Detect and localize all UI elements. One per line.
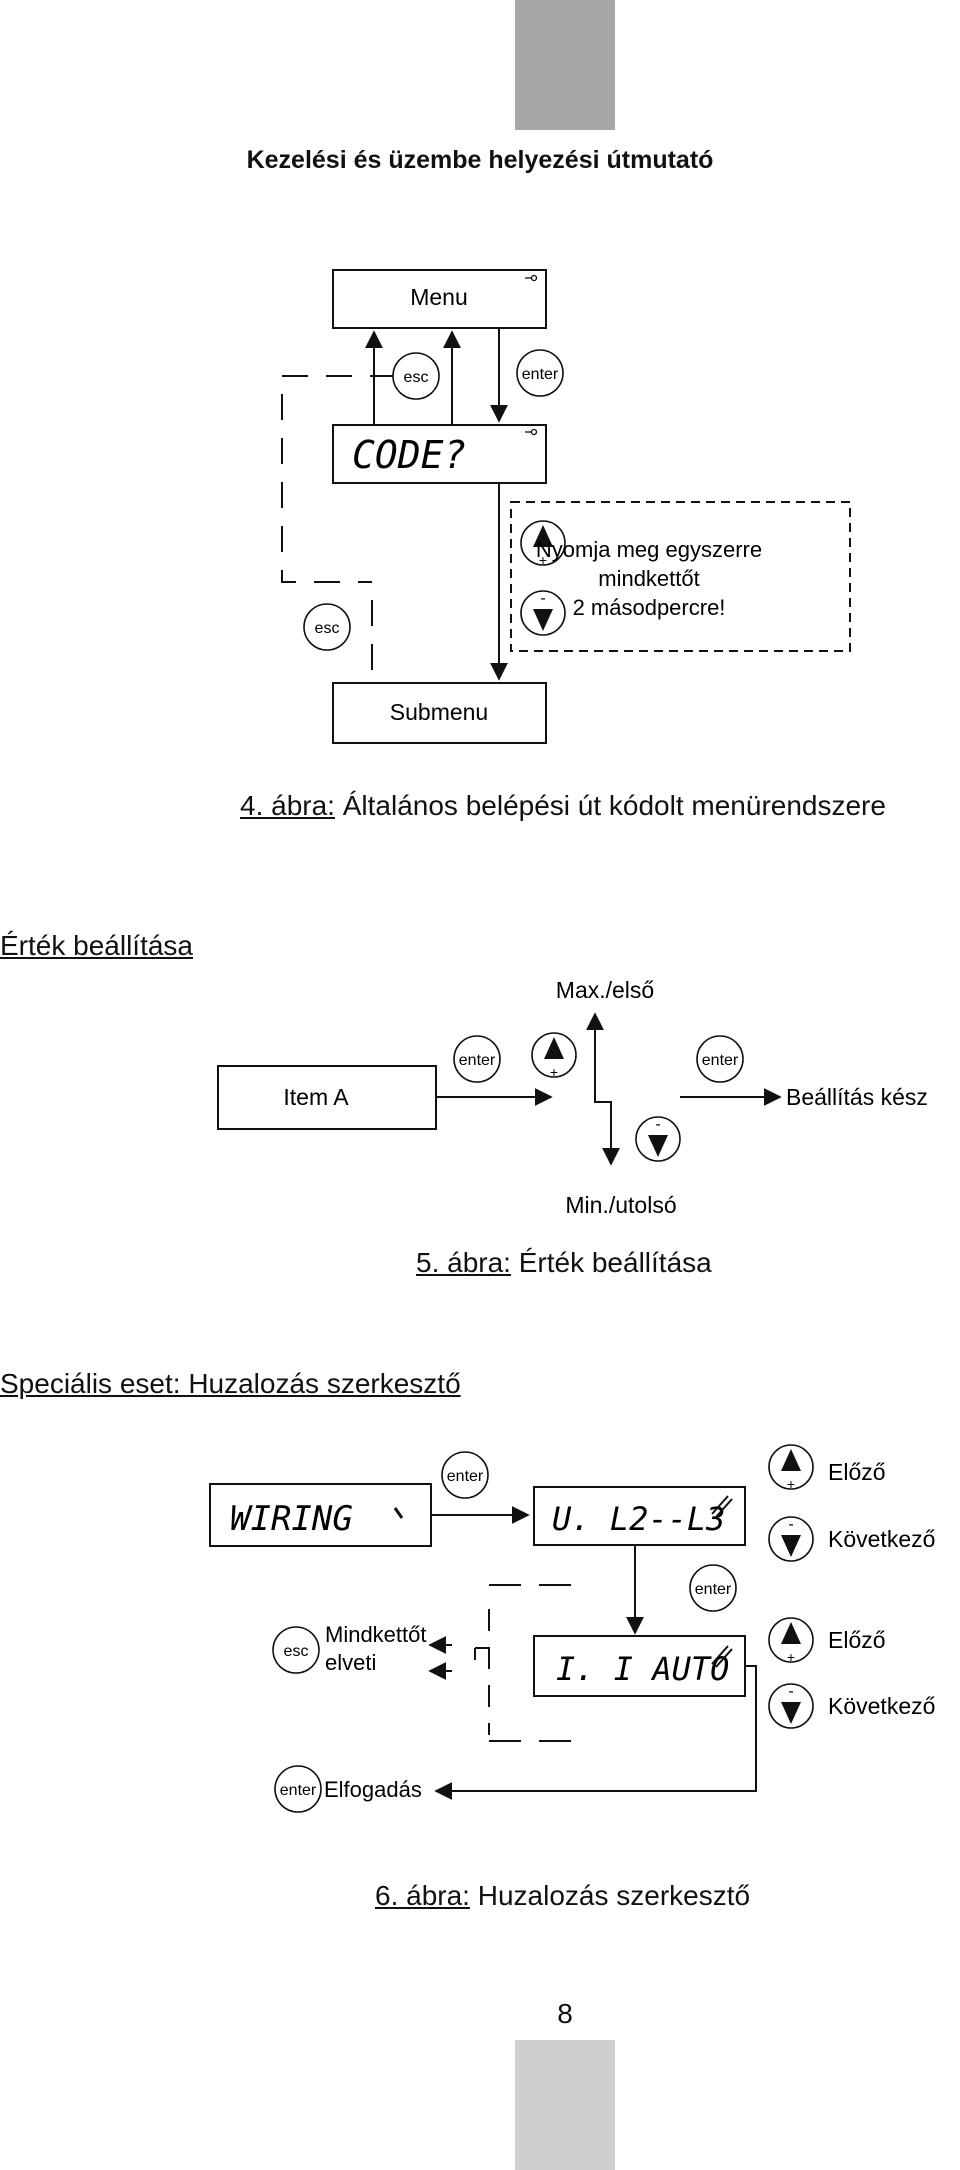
- enter-button-label: enter: [447, 1468, 484, 1485]
- top-page-tab: [515, 0, 615, 130]
- figure-4-caption: 4. ábra: Általános belépési út kódolt me…: [240, 790, 886, 822]
- enter-button: [696, 1035, 744, 1083]
- figure-6: WIRING enter U. L2--L3 enter I. I AUTO: [209, 1444, 935, 1813]
- caption-prefix: 4. ábra:: [240, 790, 335, 821]
- figure-5: Item A enter enter + - Max./első: [217, 977, 928, 1218]
- enter-button: [274, 1765, 322, 1813]
- menu-box: [332, 269, 547, 329]
- key-icon: [525, 274, 538, 282]
- code-display: CODE?: [352, 433, 466, 477]
- max-label: Max./első: [556, 977, 654, 1003]
- done-label: Beállítás kész: [786, 1084, 928, 1110]
- esc-button-label: esc: [315, 620, 340, 637]
- l2l3-display: U. L2--L3: [552, 1500, 725, 1538]
- note-line-1: Nyomja meg egyszerre: [536, 537, 762, 562]
- note-line-3: 2 másodpercre!: [573, 595, 726, 620]
- caption-text: Huzalozás szerkesztő: [469, 1880, 751, 1911]
- minus-down-button: -: [768, 1516, 814, 1562]
- wiring-display: WIRING: [230, 1499, 353, 1539]
- page-title: Kezelési és üzembe helyezési útmutató: [246, 146, 714, 174]
- item-label: Item A: [283, 1084, 349, 1110]
- enter-button-label: enter: [695, 1581, 732, 1598]
- enter-button-label: enter: [702, 1052, 739, 1069]
- bottom-page-tab: [515, 2040, 615, 2170]
- plus-up-button: +: [531, 1032, 577, 1080]
- figure-4: Menu CODE? Submenu: [281, 269, 851, 744]
- menu-label: Menu: [410, 284, 468, 310]
- enter-button-label: enter: [522, 366, 559, 383]
- min-label: Min./utolsó: [565, 1192, 676, 1218]
- auto-display: I. I AUTO: [556, 1650, 729, 1688]
- svg-text:+: +: [550, 1064, 558, 1080]
- accept-label: Elfogadás: [324, 1777, 422, 1802]
- l2l3-display-box: [533, 1486, 746, 1546]
- note-line-2: mindkettőt: [598, 566, 700, 591]
- enter-button: [689, 1564, 737, 1612]
- enter-button-label: enter: [280, 1782, 317, 1799]
- figure-5-caption: 5. ábra: Érték beállítása: [416, 1247, 712, 1279]
- caption-prefix: 5. ábra:: [416, 1247, 511, 1278]
- esc-button: [272, 1626, 320, 1674]
- both-discard-line-1: Mindkettőt: [325, 1622, 427, 1647]
- plus-up-button: +: [520, 520, 566, 568]
- svg-text:-: -: [788, 1516, 793, 1533]
- caption-text: Érték beállítása: [510, 1247, 712, 1278]
- section-wiring-editor: Speciális eset: Huzalozás szerkesztő: [0, 1368, 461, 1399]
- svg-text:+: +: [787, 1476, 795, 1492]
- minus-down-button: -: [635, 1116, 681, 1162]
- esc-button: [303, 603, 351, 651]
- svg-text:+: +: [787, 1649, 795, 1665]
- prev-label: Előző: [828, 1627, 886, 1653]
- submenu-label: Submenu: [390, 699, 488, 725]
- svg-text:-: -: [655, 1116, 660, 1133]
- esc-button-label: esc: [284, 1643, 309, 1660]
- minus-down-button: -: [520, 590, 566, 636]
- enter-button: [453, 1035, 501, 1083]
- next-label: Következő: [828, 1693, 935, 1719]
- page-number: 8: [557, 1998, 573, 2029]
- submenu-box: [332, 682, 547, 744]
- prev-label: Előző: [828, 1459, 886, 1485]
- code-display-box: [332, 424, 547, 484]
- next-label: Következő: [828, 1526, 935, 1552]
- caption-prefix: 6. ábra:: [375, 1880, 470, 1911]
- svg-text:-: -: [788, 1683, 793, 1700]
- svg-text:+: +: [539, 552, 547, 568]
- svg-text:-: -: [540, 590, 545, 607]
- figure-6-caption: 6. ábra: Huzalozás szerkesztő: [375, 1880, 750, 1912]
- section-value-setting: Érték beállítása: [0, 930, 193, 961]
- enter-button: [441, 1451, 489, 1499]
- enter-button-label: enter: [459, 1052, 496, 1069]
- caption-text: Általános belépési út kódolt menürendsze…: [334, 790, 886, 821]
- esc-button: [392, 352, 440, 400]
- plus-up-button: +: [768, 1444, 814, 1492]
- enter-button: [516, 349, 564, 397]
- both-discard-line-2: elveti: [325, 1650, 376, 1675]
- esc-button-label: esc: [404, 369, 429, 386]
- plus-up-button: +: [768, 1617, 814, 1665]
- key-icon: [525, 428, 538, 436]
- note-box: [510, 501, 851, 652]
- minus-down-button: -: [768, 1683, 814, 1729]
